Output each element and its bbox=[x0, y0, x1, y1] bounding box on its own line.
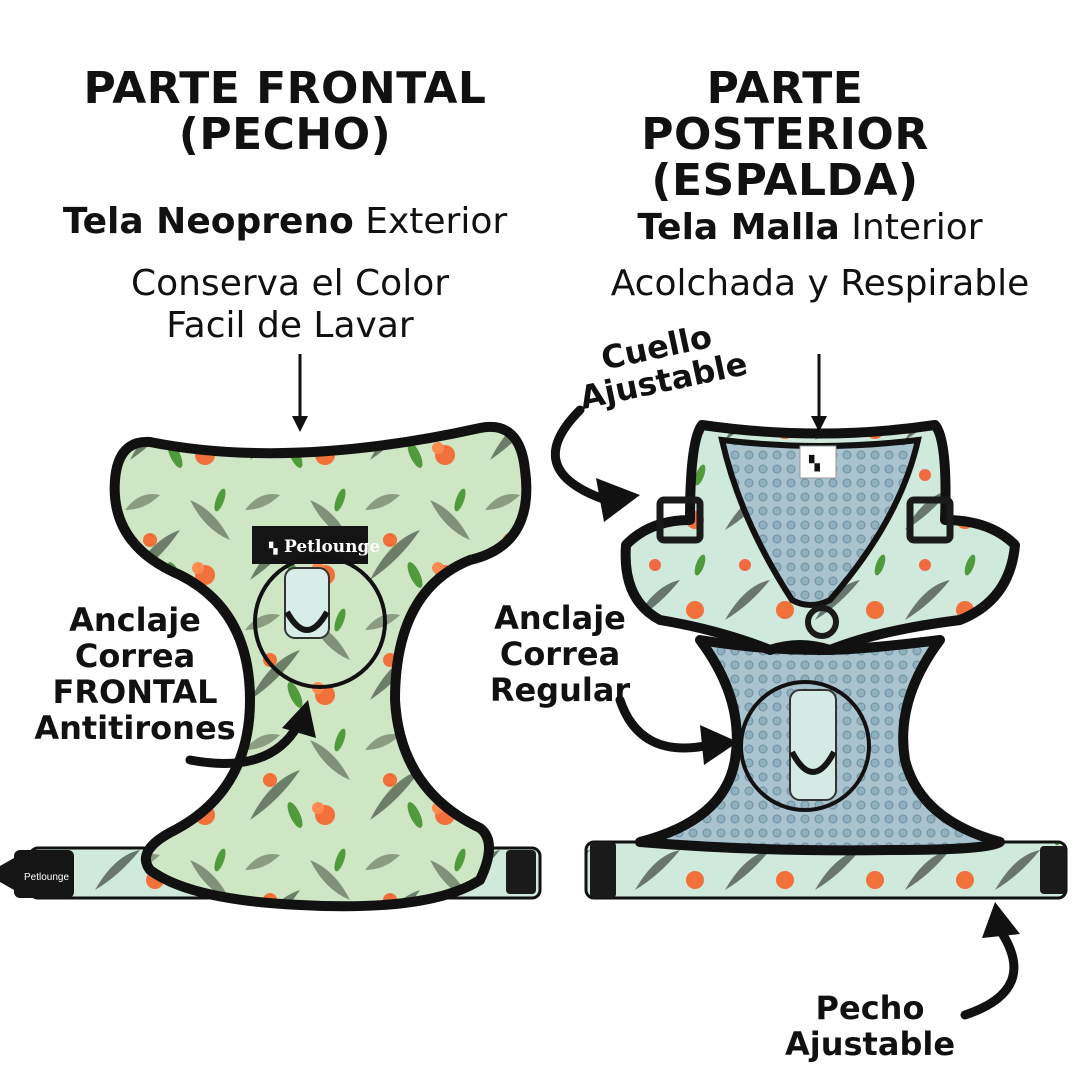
back-anchor-highlight bbox=[739, 680, 871, 812]
front-fabric: Tela Neopreno Exterior bbox=[62, 201, 508, 242]
neck-slider-right-icon bbox=[906, 496, 954, 544]
curved-arrow-neck bbox=[550, 405, 640, 522]
front-anchor-label: Anclaje Correa FRONTAL Antitirones bbox=[34, 601, 236, 747]
front-feature-2: Facil de Lavar bbox=[166, 305, 414, 346]
front-heading: PARTE FRONTAL (PECHO) bbox=[83, 63, 487, 160]
brand-tag-text: Petlounge bbox=[284, 537, 380, 557]
slider-icon bbox=[506, 850, 536, 894]
curved-arrow-back-anchor bbox=[615, 695, 738, 765]
back-dring-icon bbox=[789, 750, 837, 775]
front-harness: Petlounge ▚ Petlounge bbox=[0, 421, 542, 912]
back-slider-icon-right bbox=[1040, 846, 1066, 894]
back-slider-icon bbox=[590, 842, 616, 898]
chest-label: Pecho Ajustable bbox=[784, 989, 956, 1063]
front-anchor-highlight bbox=[253, 555, 387, 689]
o-ring-icon bbox=[805, 605, 839, 639]
back-inner-mesh bbox=[718, 436, 922, 608]
back-harness: ▚ bbox=[584, 420, 1068, 900]
back-heading: PARTE POSTERIOR (ESPALDA) bbox=[641, 63, 929, 206]
curved-arrow-chest bbox=[960, 902, 1020, 1020]
buckle-icon: Petlounge bbox=[0, 850, 74, 898]
dog-icon: ▚ bbox=[268, 541, 278, 555]
neck-slider-left-icon bbox=[656, 496, 704, 544]
back-anchor-label: Anclaje Correa Regular bbox=[489, 599, 631, 709]
front-feature-1: Conserva el Color bbox=[130, 263, 450, 304]
svg-text:Petlounge: Petlounge bbox=[24, 872, 69, 883]
label-dog-icon: ▚ bbox=[808, 454, 820, 472]
front-dring-icon bbox=[284, 610, 330, 633]
back-fabric: Tela Malla Interior bbox=[637, 207, 983, 248]
down-arrow-front bbox=[292, 354, 308, 432]
size-label bbox=[799, 445, 837, 479]
front-body bbox=[109, 421, 532, 912]
curved-arrow-front-anchor bbox=[185, 700, 316, 768]
down-arrow-back bbox=[811, 354, 827, 432]
back-dring-webbing bbox=[789, 689, 837, 801]
back-feature-1: Acolchada y Respirable bbox=[610, 263, 1030, 304]
